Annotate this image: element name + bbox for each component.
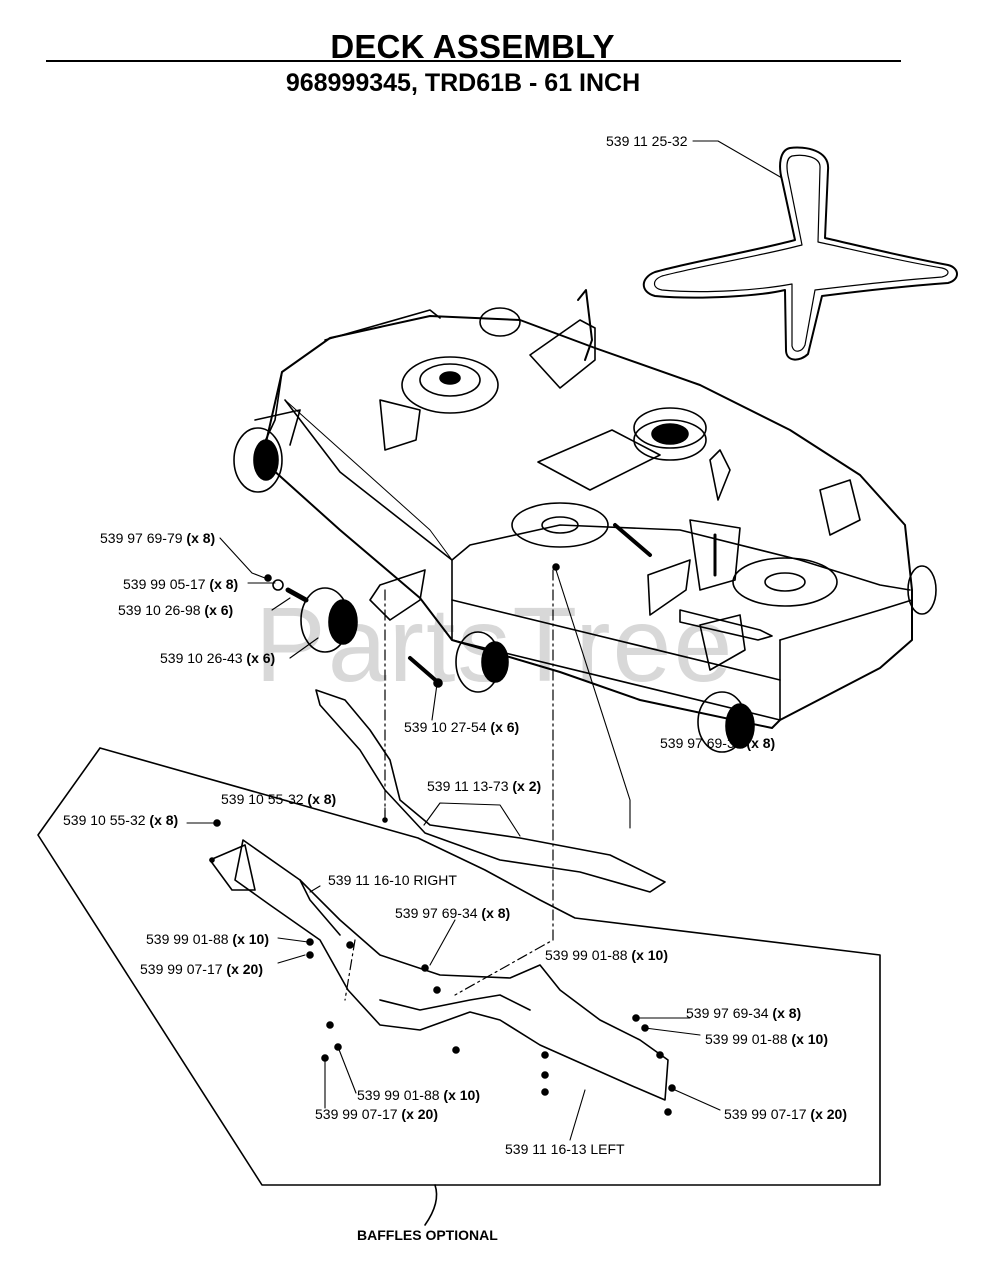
part-label: 539 11 13-73 (x 2) [427, 778, 542, 794]
part-label: 539 11 16-10 RIGHT [328, 872, 457, 888]
baffle-outline [37, 747, 881, 1186]
part-label: 539 10 26-43 (x 6) [160, 650, 276, 666]
part-label: 539 99 07-17 (x 20) [724, 1106, 847, 1122]
part-label: 539 99 01-88 (x 10) [146, 931, 269, 947]
baffle-support [315, 689, 666, 893]
part-label: 539 11 16-13 LEFT [505, 1141, 625, 1157]
part-label: 539 10 26-98 (x 6) [118, 602, 234, 618]
title-rule [46, 60, 901, 62]
drive-belt [642, 146, 958, 361]
baffles [209, 839, 669, 1101]
page-title: DECK ASSEMBLY [330, 28, 615, 65]
baffle-fasteners [209, 817, 676, 1116]
part-label: 539 10 55-32 (x 8) [63, 812, 179, 828]
mower-deck [254, 289, 913, 729]
baffles-note: BAFFLES OPTIONAL [357, 1227, 498, 1243]
gauge-wheels [233, 307, 937, 753]
part-label: 539 97 69-34 (x 8) [660, 735, 776, 751]
footer-leader [424, 1184, 438, 1226]
part-label: 539 99 01-88 (x 10) [705, 1031, 828, 1047]
part-label: 539 99 01-88 (x 10) [357, 1087, 480, 1103]
leader-lines [186, 140, 783, 1141]
part-label: 539 10 27-54 (x 6) [404, 719, 520, 735]
part-label: 539 99 07-17 (x 20) [315, 1106, 438, 1122]
part-label: 539 99 05-17 (x 8) [123, 576, 239, 592]
part-label: 539 97 69-79 (x 8) [100, 530, 216, 546]
part-label: 539 99 01-88 (x 10) [545, 947, 668, 963]
part-label: 539 99 07-17 (x 20) [140, 961, 263, 977]
part-label: 539 11 25-32 [606, 133, 688, 149]
part-label: 539 97 69-34 (x 8) [686, 1005, 802, 1021]
wheel-hardware [264, 523, 652, 688]
page-subtitle: 968999345, TRD61B - 61 INCH [285, 69, 641, 97]
assembly-lines [344, 569, 554, 1001]
part-label: 539 10 55-32 (x 8) [221, 791, 337, 807]
part-label: 539 97 69-34 (x 8) [395, 905, 511, 921]
